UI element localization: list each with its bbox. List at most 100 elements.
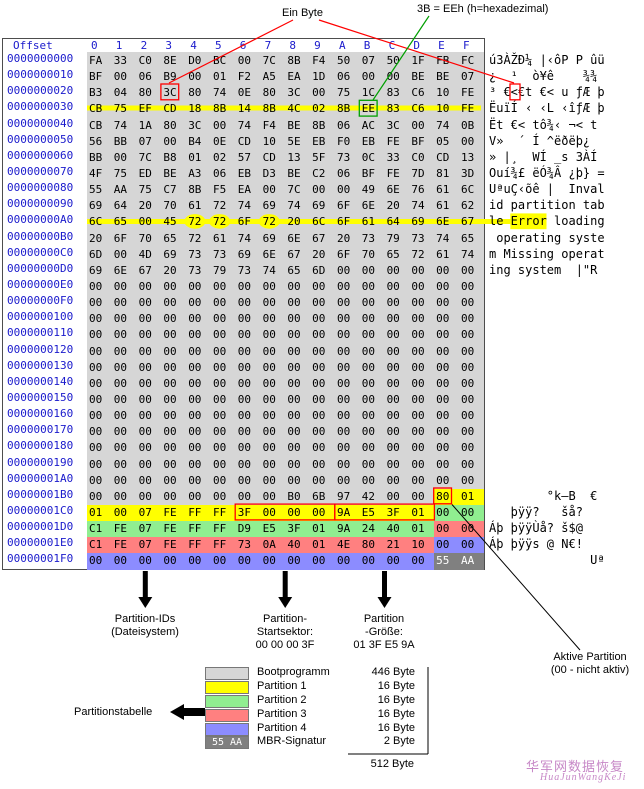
byte-cell[interactable]: 00: [163, 344, 177, 358]
byte-cell[interactable]: 00: [163, 441, 177, 455]
byte-cell[interactable]: 00: [436, 296, 450, 310]
byte-cell[interactable]: 61: [212, 231, 227, 245]
byte-cell[interactable]: EF: [138, 102, 152, 116]
ascii-line[interactable]: °k—B €: [489, 488, 605, 503]
byte-cell[interactable]: 76: [411, 183, 425, 197]
byte-cell[interactable]: 80: [262, 86, 276, 100]
byte-cell[interactable]: 00: [163, 134, 177, 148]
byte-cell[interactable]: 00: [361, 473, 376, 487]
byte-cell[interactable]: 3C: [163, 86, 177, 100]
byte-cell[interactable]: 00: [237, 489, 252, 503]
byte-cell[interactable]: 00: [188, 457, 202, 471]
byte-cell[interactable]: 00: [460, 473, 475, 487]
byte-cell[interactable]: 4C: [287, 102, 301, 116]
byte-cell[interactable]: 0E: [212, 134, 227, 148]
byte-cell[interactable]: 3F: [235, 504, 261, 522]
byte-cell[interactable]: 00: [386, 457, 400, 471]
byte-cell[interactable]: 00: [113, 70, 128, 84]
byte-cell[interactable]: 00: [386, 392, 400, 406]
byte-cell[interactable]: B0: [287, 489, 301, 503]
byte-cell[interactable]: 00: [411, 344, 425, 358]
byte-cell[interactable]: 10: [409, 537, 435, 554]
byte-cell[interactable]: 00: [237, 425, 252, 439]
byte-cell[interactable]: 7C: [287, 183, 301, 197]
byte-cell[interactable]: 00: [212, 328, 227, 342]
byte-cell[interactable]: C7: [163, 183, 177, 197]
ascii-line[interactable]: ú3ÀŽÐ¼ |‹ôP P ûü: [489, 53, 605, 67]
byte-cell[interactable]: 00: [212, 409, 227, 423]
byte-cell[interactable]: E5: [260, 521, 286, 538]
byte-cell[interactable]: C6: [411, 102, 425, 116]
byte-cell[interactable]: 80: [138, 86, 152, 100]
byte-cell[interactable]: 00: [312, 279, 326, 293]
byte-cell[interactable]: 00: [138, 360, 152, 374]
byte-cell[interactable]: B3: [89, 86, 103, 100]
byte-cell[interactable]: 00: [212, 489, 227, 503]
byte-cell[interactable]: 00: [89, 296, 103, 310]
byte-cell[interactable]: 00: [262, 392, 276, 406]
byte-cell[interactable]: 07: [138, 134, 152, 148]
byte-cell[interactable]: 74: [262, 263, 276, 277]
byte-cell[interactable]: 00: [163, 376, 177, 390]
byte-cell[interactable]: 00: [411, 457, 425, 471]
byte-cell[interactable]: 69: [163, 247, 177, 261]
ascii-line[interactable]: [489, 439, 605, 455]
byte-cell[interactable]: 00: [188, 425, 202, 439]
byte-cell[interactable]: 74: [460, 247, 475, 261]
byte-cell[interactable]: 6F: [237, 215, 252, 229]
byte-cell[interactable]: 65: [287, 263, 301, 277]
byte-cell[interactable]: 45: [163, 215, 177, 229]
byte-cell[interactable]: 74: [212, 86, 227, 100]
byte-cell[interactable]: 00: [163, 425, 177, 439]
ascii-line[interactable]: ¿ ¹ ò¥ê ¾¾: [489, 69, 605, 84]
byte-cell[interactable]: 00: [89, 344, 103, 358]
byte-cell[interactable]: 01: [188, 150, 202, 164]
byte-cell[interactable]: 00: [411, 279, 425, 293]
byte-cell[interactable]: 00: [287, 279, 301, 293]
byte-cell[interactable]: 00: [163, 489, 177, 503]
byte-cell[interactable]: 57: [237, 150, 252, 164]
byte-cell[interactable]: 00: [163, 473, 177, 487]
ascii-line[interactable]: [489, 343, 605, 359]
byte-cell[interactable]: 00: [237, 473, 252, 487]
byte-cell[interactable]: 00: [212, 344, 227, 358]
byte-cell[interactable]: F4: [312, 54, 326, 67]
byte-cell[interactable]: 00: [212, 360, 227, 374]
byte-cell[interactable]: 00: [237, 409, 252, 423]
byte-cell[interactable]: 01: [310, 537, 335, 554]
byte-cell[interactable]: 6F: [336, 247, 351, 261]
byte-cell[interactable]: 00: [460, 441, 475, 455]
byte-cell[interactable]: 20: [89, 231, 103, 245]
byte-cell[interactable]: BE: [411, 70, 425, 84]
byte-cell[interactable]: 00: [336, 409, 351, 423]
byte-cell[interactable]: 00: [262, 441, 276, 455]
byte-cell[interactable]: 00: [188, 473, 202, 487]
byte-cell[interactable]: 00: [436, 473, 450, 487]
ascii-line[interactable]: [489, 294, 605, 310]
byte-cell[interactable]: 00: [361, 441, 376, 455]
byte-cell[interactable]: 00: [89, 312, 103, 326]
byte-cell[interactable]: 73: [235, 537, 261, 554]
byte-cell[interactable]: 01: [212, 70, 227, 84]
byte-cell[interactable]: 00: [237, 328, 252, 342]
byte-cell[interactable]: A3: [188, 166, 202, 180]
byte-cell[interactable]: 06: [336, 166, 351, 180]
byte-cell[interactable]: FE: [161, 521, 187, 538]
byte-cell[interactable]: 00: [163, 279, 177, 293]
byte-cell[interactable]: 00: [434, 537, 459, 554]
byte-cell[interactable]: 69: [89, 199, 103, 213]
byte-cell[interactable]: 00: [361, 392, 376, 406]
ascii-line[interactable]: Áþ þÿÿÙå? š$@: [489, 521, 605, 536]
byte-cell[interactable]: 00: [386, 279, 400, 293]
byte-cell[interactable]: 4E: [334, 537, 360, 554]
byte-cell[interactable]: 00: [411, 118, 425, 132]
ascii-line[interactable]: UªuÇ‹õê | Inval: [489, 182, 605, 197]
byte-cell[interactable]: 73: [361, 231, 376, 245]
byte-cell[interactable]: 00: [361, 376, 376, 390]
byte-cell[interactable]: 00: [336, 312, 351, 326]
byte-cell[interactable]: 00: [386, 376, 400, 390]
byte-cell[interactable]: 00: [361, 457, 376, 471]
byte-cell[interactable]: 65: [460, 231, 475, 245]
byte-cell[interactable]: 00: [111, 504, 137, 522]
byte-cell[interactable]: A5: [262, 70, 276, 84]
